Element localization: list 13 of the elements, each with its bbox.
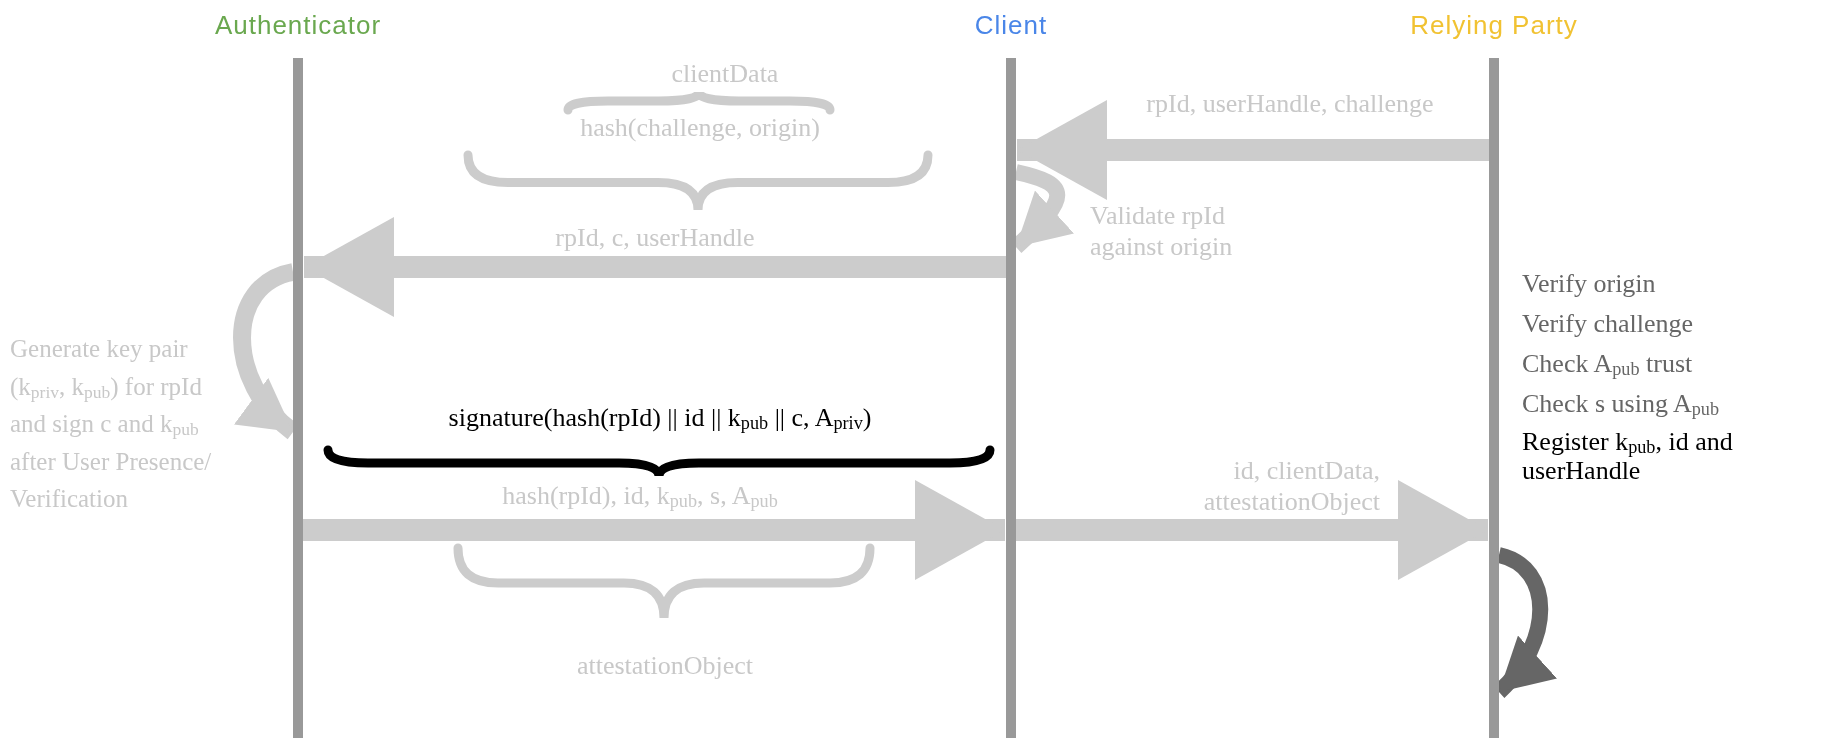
- lifeline-heading: Client: [974, 10, 1048, 41]
- step-text: Verify origin: [1522, 268, 1657, 300]
- step-text: Register k$_{pub}$, id and userHandle: [1522, 428, 1734, 486]
- formula-text: signature(hash(rpId) || id || k$_{pub}$ || c, A$_{priv}$): [447, 402, 873, 435]
- lifeline-heading: Authenticator: [214, 10, 382, 41]
- step-text: Check A$_{pub}$ trust: [1522, 348, 1694, 381]
- step-text: Verify challenge: [1522, 308, 1695, 340]
- arrow: [303, 480, 1005, 580]
- lifeline-heading: Relying Party: [1410, 10, 1578, 41]
- arrow: [304, 217, 1006, 317]
- arrow: [1017, 100, 1489, 200]
- step-text: Check s using A$_{pub}$: [1522, 388, 1720, 421]
- arrow: [1016, 480, 1488, 580]
